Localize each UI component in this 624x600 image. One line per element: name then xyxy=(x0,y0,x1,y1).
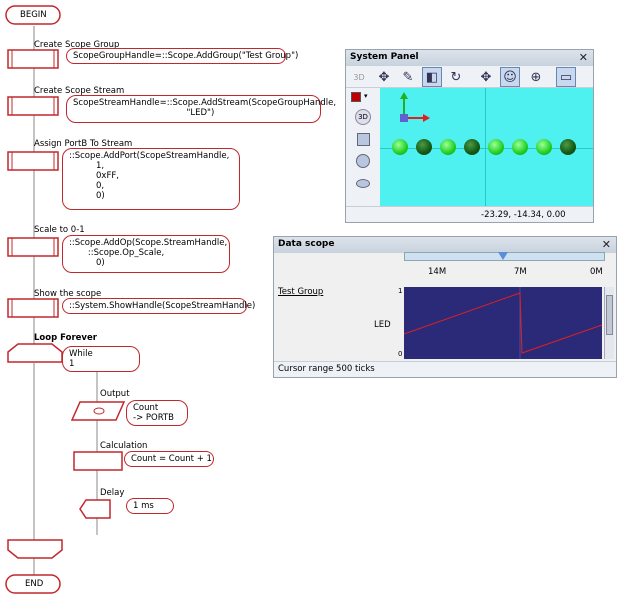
step-code-5[interactable]: ::System.ShowHandle(ScopeStreamHandle) xyxy=(62,298,255,314)
system-panel-window[interactable]: System Panel ✕ 3D ✥ ✎ ◧ ↻ ✥ ☺ ⊕ ▭ ▾ 3D xyxy=(345,49,594,223)
axis-gizmo-icon xyxy=(400,92,430,122)
loop-start-shape[interactable] xyxy=(7,343,63,363)
stream-name: LED xyxy=(374,320,391,330)
data-scope-statusbar: Cursor range 500 ticks xyxy=(274,361,616,377)
step-code-2[interactable]: ScopeStreamHandle=::Scope.AddStream(Scop… xyxy=(66,95,336,123)
led-5 xyxy=(512,139,528,155)
cube-icon[interactable] xyxy=(352,128,374,150)
led-1 xyxy=(416,139,432,155)
delay-code[interactable]: 1 ms xyxy=(126,498,174,514)
close-icon[interactable]: ✕ xyxy=(601,238,611,251)
cursor-range-status: Cursor range 500 ticks xyxy=(278,364,375,374)
loop-label: Loop Forever xyxy=(34,333,97,343)
led-3 xyxy=(464,139,480,155)
person-icon[interactable]: ☺ xyxy=(500,67,520,87)
led-4 xyxy=(488,139,504,155)
pan-icon[interactable]: ✥ xyxy=(480,69,492,85)
scope-plot[interactable] xyxy=(404,287,602,359)
timeline-ruler: 14M 7M 0M xyxy=(404,263,604,285)
y-bottom-label: 0 xyxy=(398,350,403,358)
close-icon[interactable]: ✕ xyxy=(578,51,588,64)
timeline-thumb[interactable] xyxy=(498,252,508,260)
move-icon[interactable]: ✥ xyxy=(378,69,390,85)
scope-trace xyxy=(404,292,602,354)
rotate-icon[interactable]: ↻ xyxy=(450,69,462,85)
led-6 xyxy=(536,139,552,155)
step-code-1[interactable]: ScopeGroupHandle=::Scope.AddGroup("Test … xyxy=(66,48,298,64)
end-label: END xyxy=(25,579,44,589)
system-panel-titlebar[interactable]: System Panel ✕ xyxy=(346,50,593,66)
panel-icon[interactable]: ▭ xyxy=(556,67,576,87)
step-label-2: Create Scope Stream xyxy=(34,86,125,96)
select-icon[interactable]: ◧ xyxy=(422,67,442,87)
data-scope-title: Data scope xyxy=(278,239,335,249)
data-scope-titlebar[interactable]: Data scope ✕ xyxy=(274,237,616,253)
call-box-5[interactable] xyxy=(7,298,59,318)
data-scope-window[interactable]: Data scope ✕ 14M 7M 0M Test Group LED 1 … xyxy=(273,236,617,378)
color-swatch[interactable] xyxy=(351,92,361,102)
loop-end-shape[interactable] xyxy=(7,539,63,559)
step-code-4[interactable]: ::Scope.AddOp(Scope.StreamHandle, ::Scop… xyxy=(62,235,230,273)
timeline-label-0m: 0M xyxy=(590,267,603,277)
calc-code[interactable]: Count = Count + 1 xyxy=(124,451,214,467)
pencil-icon[interactable]: ✎ xyxy=(402,69,414,85)
calc-label: Calculation xyxy=(100,441,148,451)
3d-text-icon[interactable]: 3D xyxy=(353,72,365,82)
step-label-4: Scale to 0-1 xyxy=(34,225,85,235)
led-7 xyxy=(560,139,576,155)
ellipse-icon[interactable] xyxy=(352,172,374,194)
call-box-4[interactable] xyxy=(7,237,59,257)
delay-label: Delay xyxy=(100,488,125,498)
viewport-gridline-v xyxy=(485,88,486,206)
chevron-down-icon[interactable]: ▾ xyxy=(364,92,368,100)
system-panel-title: System Panel xyxy=(350,52,419,62)
call-box-2[interactable] xyxy=(7,96,59,116)
y-top-label: 1 xyxy=(398,287,403,295)
output-code[interactable]: Count -> PORTB xyxy=(126,400,188,426)
led-2 xyxy=(440,139,456,155)
call-box-3[interactable] xyxy=(7,151,59,171)
scope-scrollbar[interactable] xyxy=(604,287,614,359)
system-panel-statusbar: -23.29, -14.34, 0.00 xyxy=(346,206,593,222)
timeline-label-14m: 14M xyxy=(428,267,447,277)
group-name[interactable]: Test Group xyxy=(278,287,324,297)
loop-condition[interactable]: While 1 xyxy=(62,346,140,372)
step-label-1: Create Scope Group xyxy=(34,40,120,50)
delay-shape[interactable] xyxy=(79,499,111,519)
step-label-5: Show the scope xyxy=(34,289,102,299)
coords-readout: -23.29, -14.34, 0.00 xyxy=(481,210,566,220)
call-box-1[interactable] xyxy=(7,49,59,69)
zoom-icon[interactable]: ⊕ xyxy=(530,69,542,85)
step-label-3: Assign PortB To Stream xyxy=(34,139,133,149)
3d-view-icon[interactable]: 3D xyxy=(352,106,374,128)
calculation-shape[interactable] xyxy=(73,451,123,471)
system-panel-sidebar: ▾ 3D xyxy=(346,88,380,206)
led-0 xyxy=(392,139,408,155)
3d-viewport[interactable] xyxy=(380,88,593,206)
output-shape[interactable] xyxy=(70,401,126,421)
end-terminal xyxy=(5,574,61,594)
step-code-3[interactable]: ::Scope.AddPort(ScopeStreamHandle, 1, 0x… xyxy=(62,148,240,210)
flowchart-canvas xyxy=(5,5,126,594)
sphere-icon[interactable] xyxy=(352,150,374,172)
timeline-label-7m: 7M xyxy=(514,267,527,277)
begin-label: BEGIN xyxy=(20,10,47,20)
system-panel-toolbar: 3D ✥ ✎ ◧ ↻ ✥ ☺ ⊕ ▭ xyxy=(346,66,593,88)
output-label: Output xyxy=(100,389,130,399)
side-3d-label: 3D xyxy=(355,109,371,125)
begin-terminal xyxy=(5,5,61,25)
viewport-gridline-h xyxy=(380,148,593,149)
